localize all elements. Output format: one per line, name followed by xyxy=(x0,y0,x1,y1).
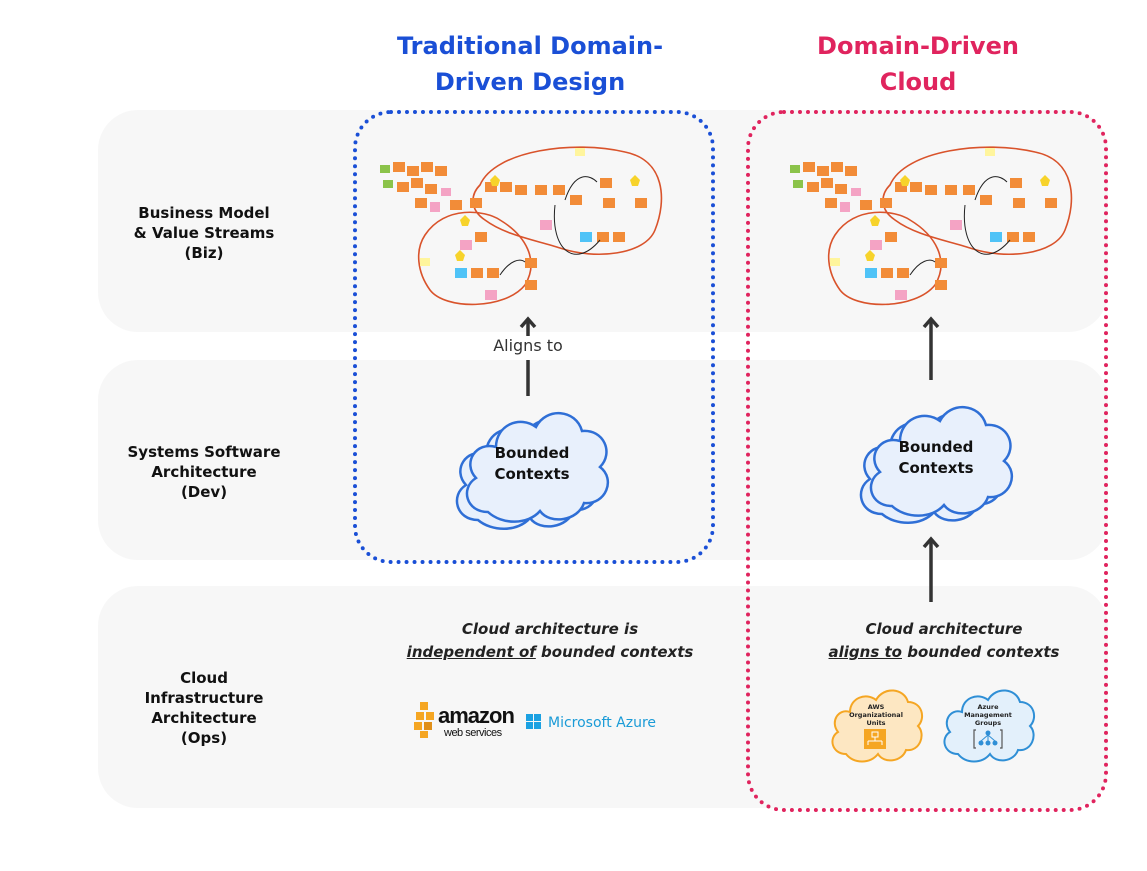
aws-ou-line1: AWS xyxy=(868,703,885,711)
aws-organizational-units-cloud: AWS Organizational Units xyxy=(831,689,924,763)
traditional-ddd-title: Traditional Domain- Driven Design xyxy=(396,32,664,96)
ops-row-band xyxy=(98,586,1108,808)
bounded-contexts-cloud-left: Bounded Contexts xyxy=(455,411,610,530)
azure-wordmark: Microsoft Azure xyxy=(548,715,657,731)
arrow-up-ops-to-dev xyxy=(922,536,940,602)
arrow-up-dev-to-biz xyxy=(922,316,940,380)
aligns-to-label: Aligns to xyxy=(493,336,563,355)
caption-cloud: Cloud architecture aligns to bounded con… xyxy=(828,620,1060,661)
biz-row-label: Business Model& Value Streams(Biz) xyxy=(133,204,275,262)
biz-row-band xyxy=(98,110,1108,332)
bounded-contexts-line2: Contexts xyxy=(494,465,569,483)
bounded-contexts-line1: Bounded xyxy=(495,444,570,462)
azure-hierarchy-icon xyxy=(973,729,1003,749)
sticky-notes-left xyxy=(380,148,647,300)
aws-logo: amazon web services xyxy=(414,700,518,744)
azure-logo: Microsoft Azure xyxy=(526,712,656,734)
bounded-contexts-line1: Bounded xyxy=(899,438,974,456)
bounded-contexts-cloud-right: Bounded Contexts xyxy=(859,405,1014,524)
traditional-ddd-frame xyxy=(353,110,715,564)
sticky-notes-right xyxy=(790,148,1057,300)
bounded-contexts-line2: Contexts xyxy=(898,459,973,477)
azure-mg-line3: Groups xyxy=(975,719,1001,727)
azure-mg-line2: Management xyxy=(964,711,1012,719)
caption-traditional: Cloud architecture is independent of bou… xyxy=(406,620,694,661)
azure-mg-line1: Azure xyxy=(977,703,999,711)
aws-ou-line2: Organizational xyxy=(849,711,903,719)
event-storming-map-left xyxy=(380,146,663,306)
event-storming-map-right xyxy=(790,146,1073,306)
azure-windows-icon xyxy=(526,714,541,729)
domain-driven-cloud-title: Domain-Driven Cloud xyxy=(817,32,1019,96)
aws-wordmark: amazon xyxy=(438,703,515,728)
azure-management-groups-cloud: Azure Management Groups xyxy=(943,689,1036,763)
aws-ou-line3: Units xyxy=(866,719,885,727)
aws-subtitle: web services xyxy=(444,727,502,739)
domain-driven-cloud-frame xyxy=(746,110,1108,812)
aligns-to-arrow-left xyxy=(519,316,537,396)
aws-cubes-icon xyxy=(414,702,434,738)
